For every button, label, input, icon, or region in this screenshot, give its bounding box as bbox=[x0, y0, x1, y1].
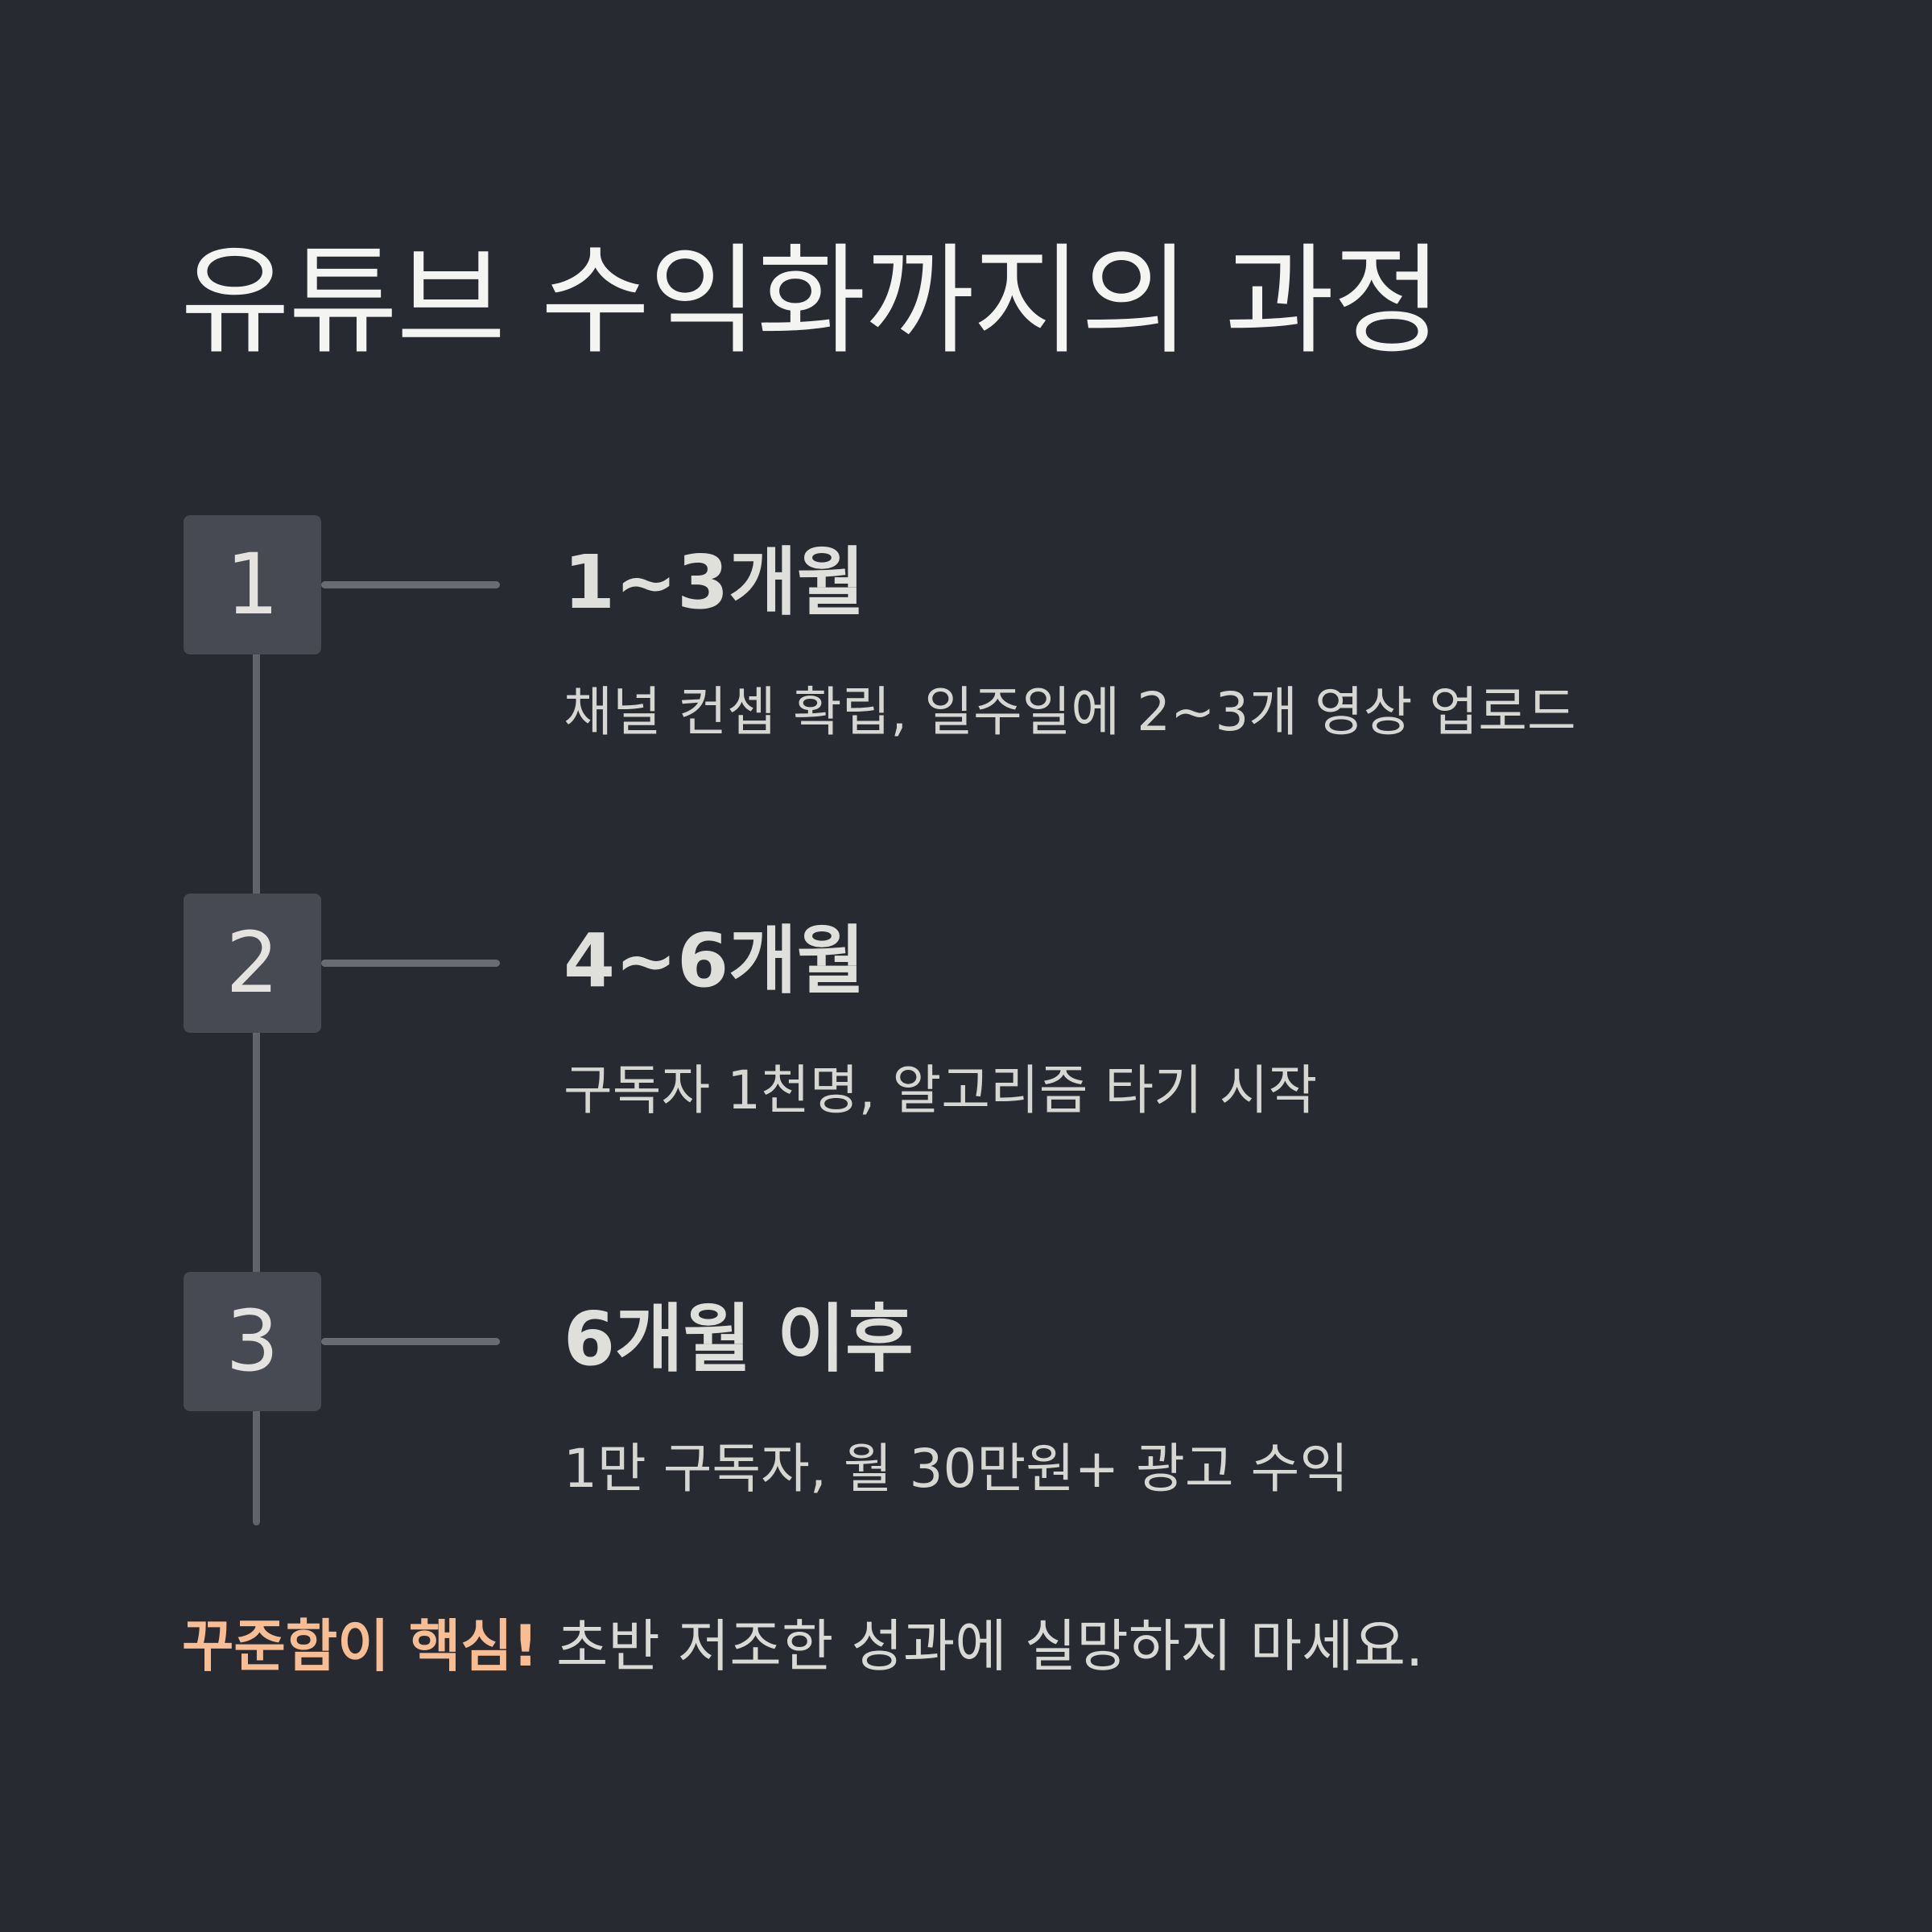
footer-text: 초반 저조한 성과에 실망하지 마세요. bbox=[555, 1613, 1424, 1679]
footer-highlight: 꾸준함이 핵심! bbox=[182, 1613, 539, 1679]
step-description: 구독자 1천명, 알고리즘 타기 시작 bbox=[564, 1059, 1318, 1121]
step-period: 6개월 이후 bbox=[564, 1296, 914, 1382]
step-number-badge: 1 bbox=[184, 515, 321, 654]
step-description: 채널 컨셉 확립, 일주일에 2~3개 영상 업로드 bbox=[564, 681, 1576, 743]
step-connector-line bbox=[321, 960, 500, 967]
step-connector-line bbox=[321, 581, 500, 588]
step-description: 1만 구독자, 월 30만원+ 광고 수익 bbox=[564, 1438, 1349, 1500]
footer-message: 꾸준함이 핵심! 초반 저조한 성과에 실망하지 마세요. bbox=[182, 1618, 1423, 1674]
timeline-rail bbox=[253, 564, 260, 1525]
page-title: 유튜브 수익화까지의 과정 bbox=[180, 232, 1443, 370]
step-number-badge: 3 bbox=[184, 1272, 321, 1411]
step-period: 4~6개월 bbox=[564, 918, 865, 1004]
step-period: 1~3개월 bbox=[564, 539, 865, 625]
step-number-badge: 2 bbox=[184, 894, 321, 1033]
step-connector-line bbox=[321, 1338, 500, 1345]
